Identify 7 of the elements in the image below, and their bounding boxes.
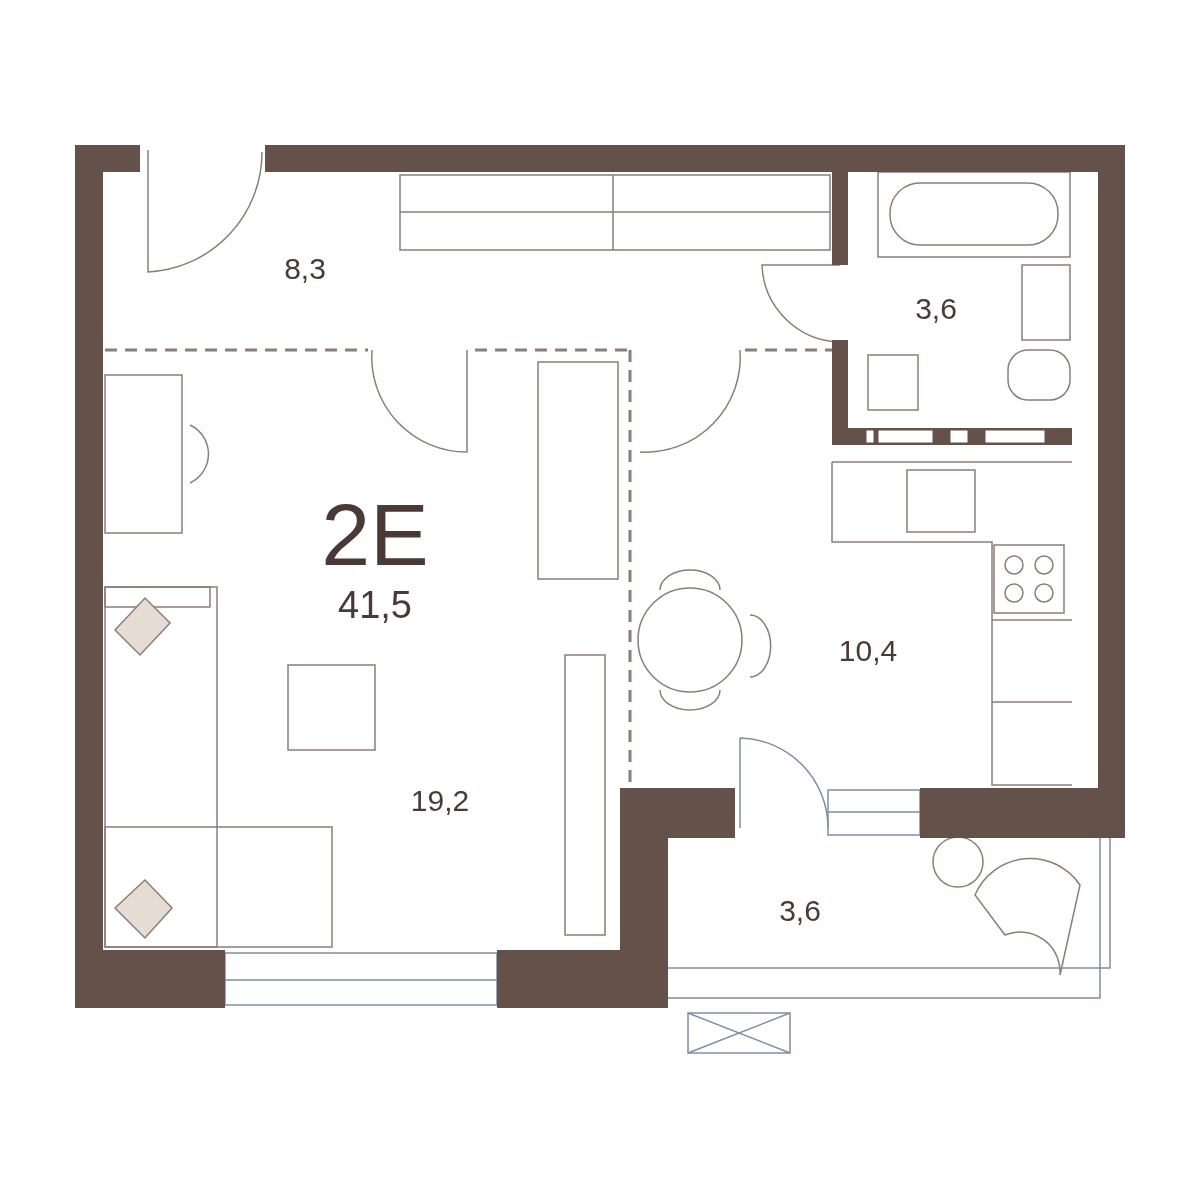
room-area: 19,2 — [410, 777, 470, 823]
room-area: 3,6 — [779, 887, 821, 933]
room-area: 10,4 — [838, 627, 898, 673]
apartment-type: 2E — [321, 491, 429, 579]
room-area: 3,6 — [915, 285, 957, 331]
room-area: 8,3 — [284, 245, 326, 291]
total-area: 41,5 — [338, 576, 412, 634]
